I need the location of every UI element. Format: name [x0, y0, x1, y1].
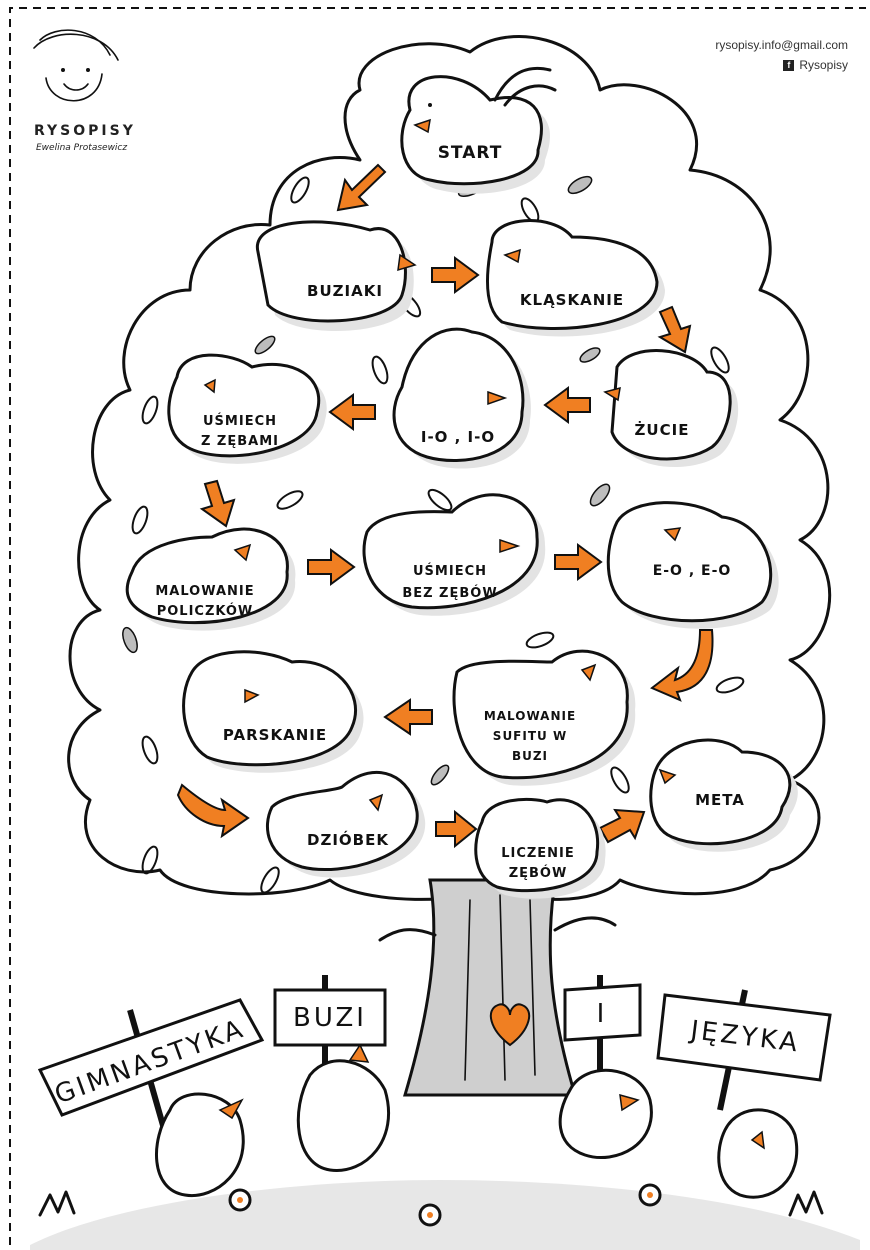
- bird-step-eo: E-O , E-O: [606, 501, 779, 629]
- step-label-line2: ZĘBÓW: [509, 865, 568, 881]
- step-label-line2: SUFITU W: [493, 729, 567, 743]
- rysopisy-logo-icon: [33, 29, 119, 102]
- step-label: UŚMIECH: [413, 563, 487, 579]
- bird-step-io: I-O , I-O: [392, 327, 531, 469]
- step-label: DZIÓBEK: [307, 830, 389, 849]
- sign-text: I: [597, 999, 608, 1029]
- dashed-border: [9, 7, 866, 1245]
- step-label: PARSKANIE: [223, 726, 327, 744]
- bird-step-usmiech-bez-zebow: UŚMIECH BEZ ZĘBÓW: [362, 493, 546, 616]
- bird-icon: [296, 1059, 391, 1172]
- step-label: MALOWANIE: [484, 709, 576, 723]
- bird-step-usmiech-z-zebami: UŚMIECH Z ZĘBAMI: [167, 353, 327, 464]
- step-label-line2: POLICZKÓW: [157, 603, 254, 619]
- step-birds: START BUZIAKI KLĄSKANIE ŻUCIE I-: [125, 66, 798, 899]
- contact-email[interactable]: rysopisy.info@gmail.com: [715, 38, 848, 52]
- step-label: E-O , E-O: [653, 563, 732, 579]
- step-label: MALOWANIE: [155, 584, 254, 599]
- arrow-3: [657, 305, 692, 354]
- sign-jezyka: JĘZYKA: [656, 989, 832, 1111]
- facebook-label: Rysopisy: [799, 58, 848, 72]
- step-label-line3: BUZI: [512, 749, 548, 763]
- tree-trunk: [378, 878, 617, 1097]
- step-label-line2: BEZ ZĘBÓW: [402, 585, 497, 601]
- arrow-2: [431, 256, 480, 294]
- arrow-6: [199, 479, 236, 528]
- bird-step-parskanie: PARSKANIE: [182, 650, 364, 773]
- bird-step-buziaki: BUZIAKI: [255, 220, 417, 332]
- arrow-9: [650, 629, 714, 702]
- step-label: START: [438, 143, 503, 163]
- bird-step-start: START: [400, 66, 557, 194]
- bird-step-dziobek: DZIÓBEK: [265, 770, 426, 878]
- flow-arrows: [176, 163, 714, 849]
- bird-step-zucie: ŻUCIE: [603, 349, 739, 467]
- bird-step-malowanie-sufitu: MALOWANIE SUFITU W BUZI: [452, 649, 636, 786]
- ground: [30, 1180, 860, 1250]
- flower-icon: [638, 1183, 662, 1207]
- arrow-12: [435, 809, 478, 849]
- arrow-7: [307, 548, 356, 586]
- arrow-1: [336, 163, 387, 212]
- step-label: I-O , I-O: [421, 428, 495, 446]
- step-label: LICZENIE: [501, 846, 575, 861]
- step-label: UŚMIECH: [203, 413, 277, 429]
- arrow-10: [383, 698, 433, 736]
- arrow-4: [543, 386, 591, 424]
- brand-author: Ewelina Protasewicz: [36, 143, 128, 153]
- bird-step-liczenie-zebow: LICZENIE ZĘBÓW: [474, 797, 606, 899]
- bird-icon: [717, 1108, 799, 1199]
- arrow-13: [598, 808, 646, 844]
- step-label: ŻUCIE: [635, 420, 690, 439]
- step-label: META: [695, 791, 745, 809]
- brand-name: RYSOPISY: [34, 123, 136, 139]
- facebook-icon: f: [783, 59, 795, 71]
- heart-icon: [489, 1003, 531, 1047]
- sign-text: BUZI: [293, 1003, 367, 1033]
- step-label-line2: Z ZĘBAMI: [201, 434, 279, 449]
- arrow-8: [554, 543, 603, 581]
- bird-icon: [558, 1068, 653, 1160]
- sign-buzi: BUZI: [273, 975, 387, 1090]
- bird-step-meta: META: [649, 738, 798, 852]
- bottom-birds: [155, 1043, 799, 1199]
- bird-step-klaskanie: KLĄSKANIE: [486, 219, 665, 337]
- flower-icon: [228, 1188, 252, 1212]
- contact-facebook[interactable]: f Rysopisy: [783, 58, 848, 72]
- bird-icon: [155, 1092, 245, 1198]
- arrow-11: [176, 783, 250, 839]
- bird-step-malowanie-policzkow: MALOWANIE POLICZKÓW: [125, 527, 296, 631]
- step-label: BUZIAKI: [307, 282, 383, 300]
- step-label: KLĄSKANIE: [520, 291, 624, 309]
- flower-icon: [418, 1203, 442, 1227]
- leaves: [122, 175, 745, 894]
- arrow-5: [328, 393, 376, 431]
